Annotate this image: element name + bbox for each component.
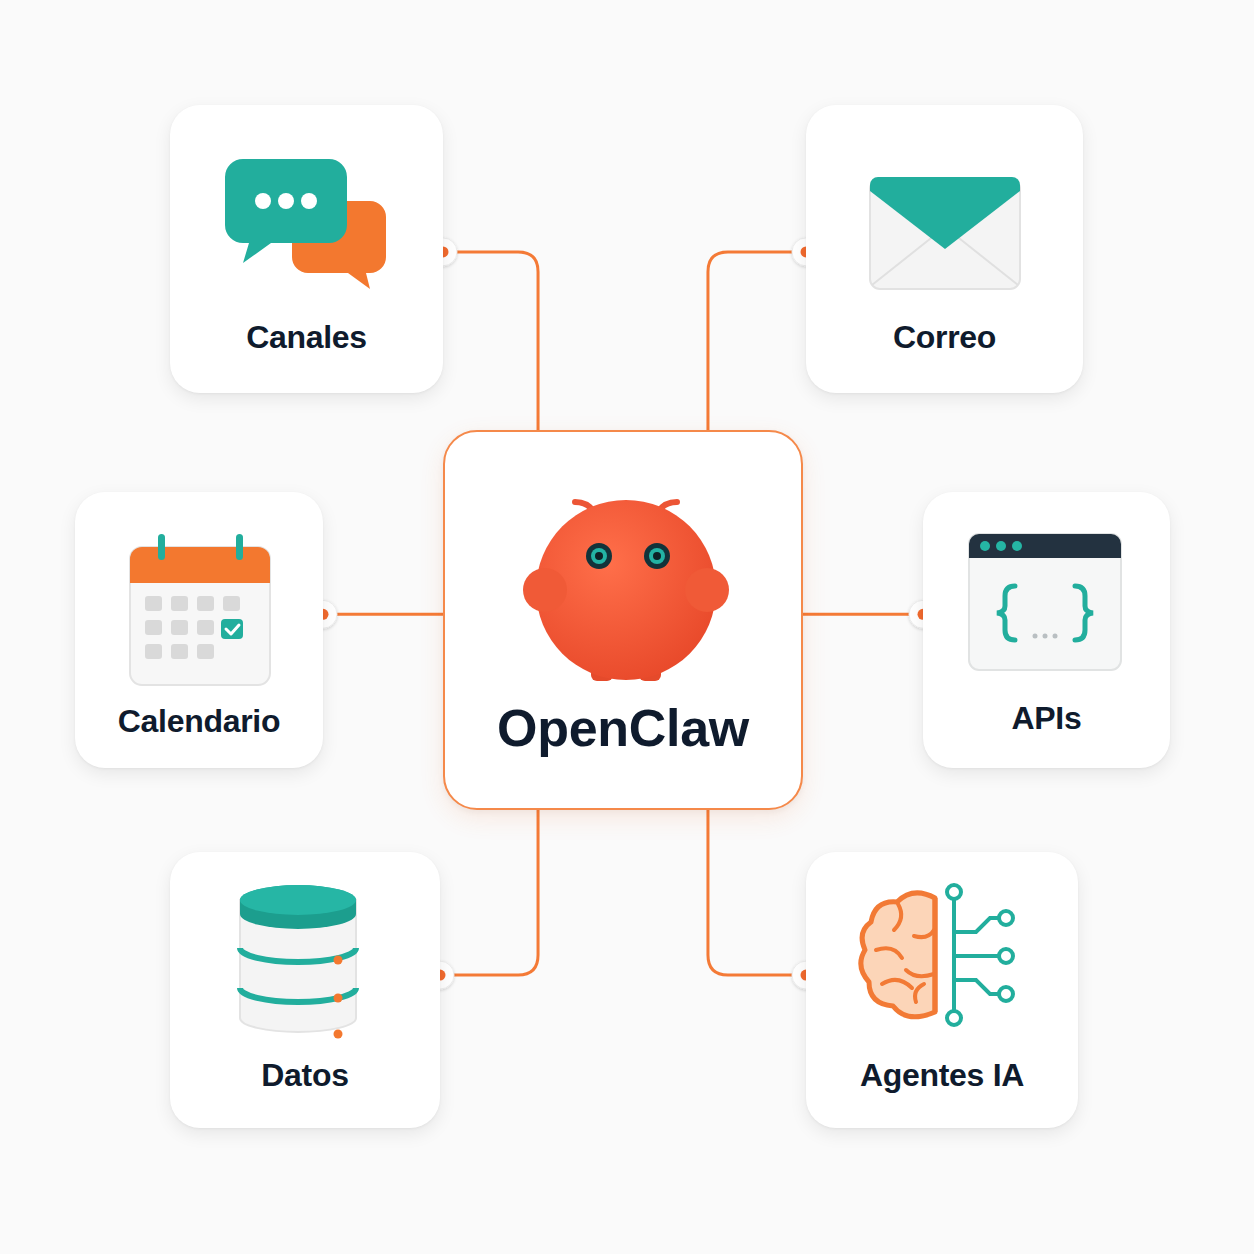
label-row: APIs [923,697,1170,745]
service-name: Calendario [118,703,280,739]
service-name: Agentes IA [860,1057,1024,1093]
service-name: APIs [1012,700,1082,736]
calendar-icon [75,492,323,702]
service-name: Correo [893,319,996,355]
envelope-icon [806,105,1083,325]
service-box: Canales [170,105,443,393]
service-box: APIs [923,492,1170,768]
hub-box: OpenClaw [443,430,803,810]
connector [429,238,538,430]
connector [803,600,937,628]
hub-name: OpenClaw [497,699,749,757]
label-row: Correo [806,316,1083,364]
connector [426,810,538,989]
mascot-illustration [445,432,805,702]
connector-line [440,810,538,975]
service-name: Datos [261,1057,348,1093]
service-box: Datos [170,852,440,1128]
brain-circuit-icon [806,852,1078,1047]
database-icon [170,852,440,1042]
connector [708,810,820,989]
connector [309,600,443,628]
connector [708,238,820,430]
connector-line [708,252,806,430]
service-box: Agentes IA [806,852,1078,1128]
connector-line [323,613,443,616]
service-name: Canales [246,319,367,355]
label-row: Canales [170,316,443,364]
service-box: Correo [806,105,1083,393]
label-row: Calendario [75,700,323,748]
chat-icon [170,105,443,325]
label-row: Agentes IA [806,1054,1078,1102]
connector-line [803,613,923,616]
label-row: OpenClaw [445,694,801,775]
service-box: Calendario [75,492,323,768]
connector-line [708,810,806,975]
label-row: Datos [170,1054,440,1102]
connector-line [443,252,538,430]
api-window-icon [923,492,1170,692]
